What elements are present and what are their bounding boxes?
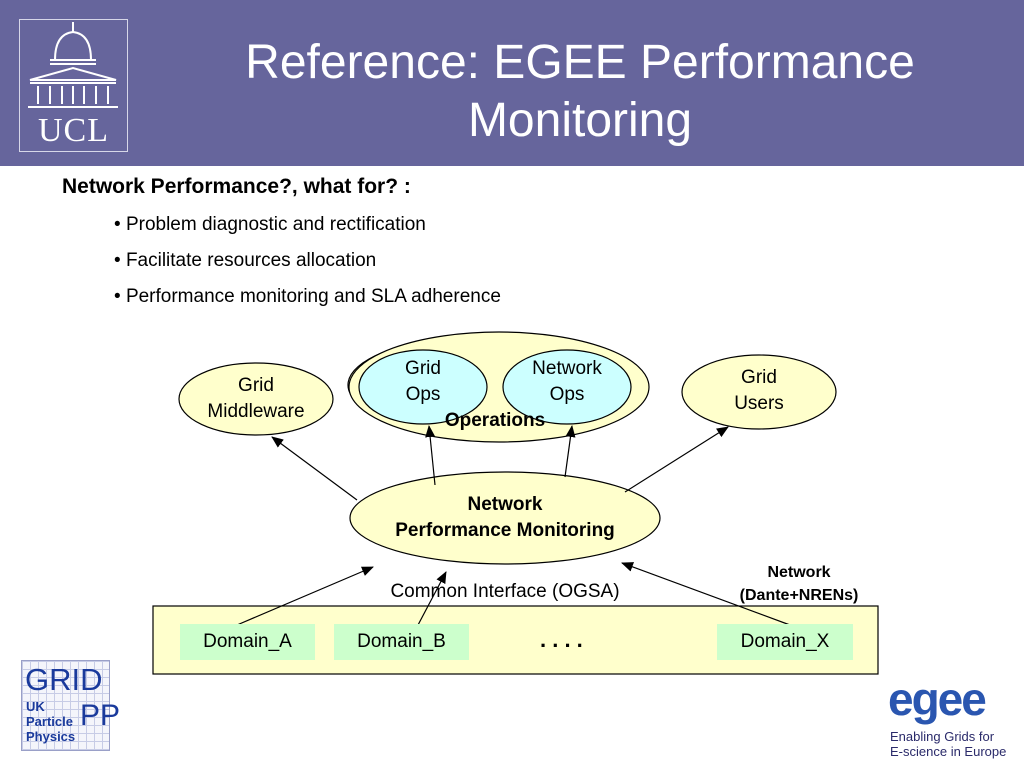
label-line: Performance Monitoring: [395, 520, 615, 541]
ucl-logo: UCL: [19, 19, 128, 152]
ucl-logo-text: UCL: [38, 112, 109, 149]
label-line: Ops: [405, 384, 441, 405]
npm-label: Network Performance Monitoring: [350, 492, 660, 544]
arrow-to-middleware: [271, 436, 358, 501]
common-interface-label: Common Interface (OGSA): [390, 581, 620, 602]
gridpp-pp-text: PP: [80, 699, 121, 732]
domain-a-box: Domain_A: [180, 624, 315, 660]
title-line-1: Reference: EGEE Performance: [245, 36, 915, 89]
bullet-item: • Performance monitoring and SLA adheren…: [114, 286, 501, 307]
label-line: Ops: [549, 384, 585, 405]
gridpp-grid-text: GRID: [25, 662, 103, 697]
egee-tagline-line: E-science in Europe: [890, 744, 1007, 759]
gridpp-physics: Physics: [26, 729, 76, 744]
gridpp-uk: UK: [26, 699, 45, 714]
egee-wordmark: egee: [888, 673, 987, 725]
portico-dome-icon: [28, 22, 118, 108]
arrow-to-users: [624, 426, 729, 493]
grid-users-label: Grid Users: [682, 365, 836, 417]
label-line: Network: [767, 564, 831, 581]
title-bar: UCL Reference: EGEE Performance Monitori…: [0, 0, 1024, 166]
label-line: Grid: [741, 367, 777, 388]
label-line: Network: [467, 494, 543, 515]
bullet-item: • Problem diagnostic and rectification: [114, 214, 426, 235]
egee-tagline: Enabling Grids for E-science in Europe: [890, 729, 1006, 759]
network-label: Network (Dante+NRENs): [714, 561, 884, 607]
npm-ellipse: [349, 471, 661, 565]
network-ops-label: Network Ops: [503, 356, 631, 408]
gridpp-particle: Particle: [26, 714, 73, 729]
grid-users-ellipse: [681, 354, 837, 430]
operations-label: Operations: [444, 410, 546, 431]
label-line: Grid: [405, 358, 441, 379]
gridpp-logo: GRID UK Particle Physics PP: [21, 660, 120, 751]
section-heading: Network Performance?, what for? :: [62, 175, 411, 198]
bullet-text: Facilitate resources allocation: [125, 250, 377, 271]
label-line: (Dante+NRENs): [739, 587, 859, 604]
bullet-text: Problem diagnostic and rectification: [125, 214, 426, 235]
grid-ops-ellipse: [358, 349, 488, 425]
arrow-from-domain-a: [236, 566, 374, 626]
label-line: Grid: [238, 375, 274, 396]
label-line: Middleware: [207, 401, 305, 422]
bullet-text: Performance monitoring and SLA adherence: [125, 286, 501, 307]
arrow-from-domain-b: [417, 571, 447, 626]
grid-middleware-label: Grid Middleware: [179, 373, 333, 425]
gridpp-subtext: UK Particle Physics: [26, 699, 75, 744]
ellipsis-text: . . . .: [540, 627, 583, 652]
grid-middleware-ellipse: [178, 362, 334, 436]
domain-b-box: Domain_B: [334, 624, 469, 660]
network-ops-ellipse: [502, 349, 632, 425]
egee-logo: egee Enabling Grids for E-science in Eur…: [888, 673, 1008, 760]
egee-tagline-line: Enabling Grids for: [890, 729, 995, 744]
domain-x-box: Domain_X: [717, 624, 853, 660]
arrow-to-grid-ops: [425, 425, 436, 486]
grid-ops-label: Grid Ops: [359, 356, 487, 408]
label-line: Users: [734, 393, 784, 414]
label-line: Network: [532, 358, 602, 379]
title-line-2: Monitoring: [467, 94, 693, 147]
bullet-item: • Facilitate resources allocation: [114, 250, 377, 271]
arrow-from-domain-x: [621, 562, 791, 626]
page-title: Reference: EGEE Performance Monitoring: [140, 34, 1020, 150]
arrow-to-network-ops: [564, 425, 576, 478]
